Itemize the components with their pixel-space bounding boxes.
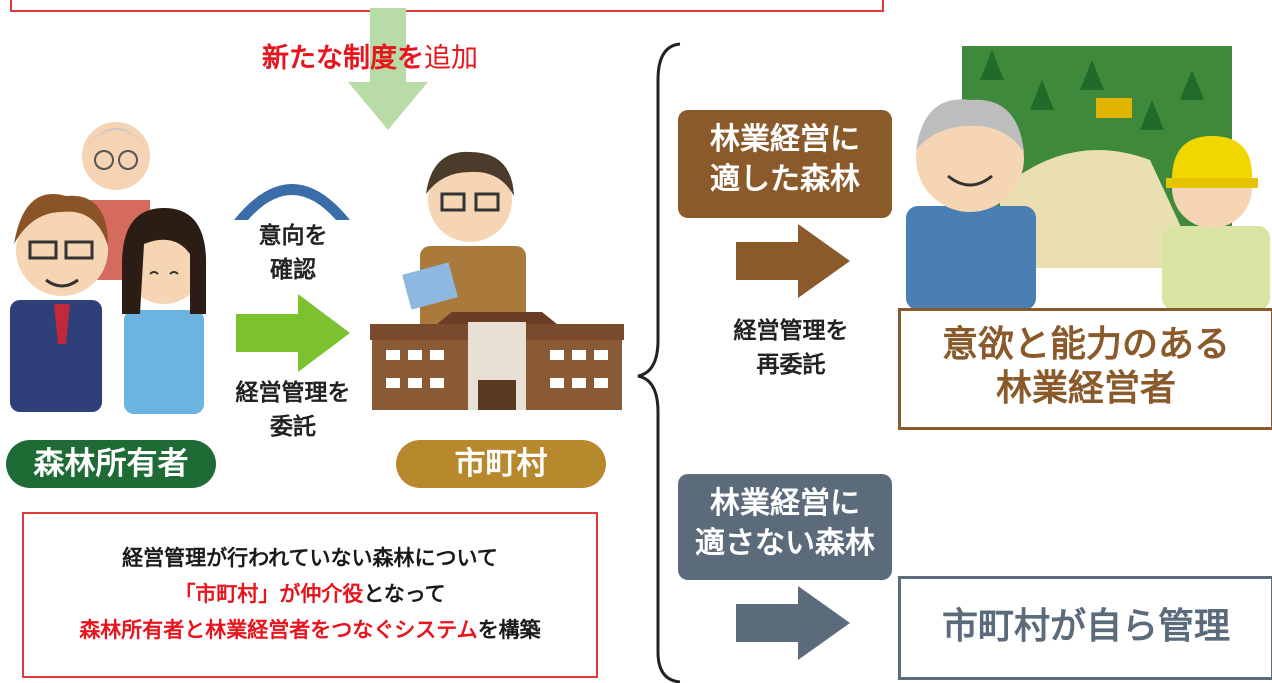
arc-icon [234,184,350,220]
entrust-mgmt-line2: 委託 [270,414,316,440]
note-line-2-red: 「市町村」が仲介役 [174,582,364,606]
unsuitable-forest-line1: 林業経営に [710,486,860,521]
confirm-intent-line1: 意向を [258,223,328,249]
unsuitable-forest-tag: 林業経営に 適さない森林 [678,474,892,580]
motivated-manager-box: 意欲と能力のある 林業経営者 [898,308,1272,430]
confirm-intent-label: 意向を 確認 [238,219,348,287]
forestry-workers-illustration [906,46,1270,310]
note-line-3: 森林所有者と林業経営者をつなぐシステムを構築 [24,614,596,644]
brown-arrow-icon [736,224,850,298]
entrust-mgmt-label: 経営管理を 委託 [218,376,368,444]
re-entrust-line1: 経営管理を [733,318,849,344]
municipality-illustration [370,151,624,410]
note-line-2: 「市町村」が仲介役となって [24,578,596,608]
top-frame [10,0,884,12]
forest-owners-illustration [10,122,207,414]
re-entrust-line2: 再委託 [756,352,826,378]
entrust-mgmt-line1: 経営管理を [235,380,351,406]
suitable-forest-tag: 林業経営に 適した森林 [678,110,892,218]
slate-arrow-icon [736,586,850,660]
note-line-1: 経営管理が行われていない森林について [122,546,498,570]
note-line-2-black: となって [363,582,446,606]
heading: 新たな制度を追加 [262,36,478,75]
suitable-forest-line2: 適した森林 [710,162,860,197]
curly-brace [637,42,681,683]
note-line-3-red: 森林所有者と林業経営者をつなぐシステム [79,618,478,642]
forest-owner-pill: 森林所有者 [6,440,216,488]
heading-new-system: 新たな制度を [262,43,424,74]
down-arrow-icon [348,8,428,130]
motivated-manager-line2: 林業経営者 [995,368,1176,409]
self-managed-box: 市町村が自ら管理 [898,576,1272,680]
unsuitable-forest-line2: 適さない森林 [695,526,875,561]
heading-add: 追加 [424,43,478,74]
note-line-3-black: を構築 [477,618,541,642]
summary-note: 経営管理が行われていない森林について 「市町村」が仲介役となって 森林所有者と林… [22,512,598,678]
motivated-manager-line1: 意欲と能力のある [941,324,1230,365]
municipality-pill: 市町村 [396,440,606,488]
right-arrow-icon [236,294,350,372]
confirm-intent-line2: 確認 [270,257,316,283]
re-entrust-label: 経営管理を 再委託 [716,314,866,382]
self-managed-label: 市町村が自ら管理 [941,606,1230,647]
suitable-forest-line1: 林業経営に [710,122,860,157]
